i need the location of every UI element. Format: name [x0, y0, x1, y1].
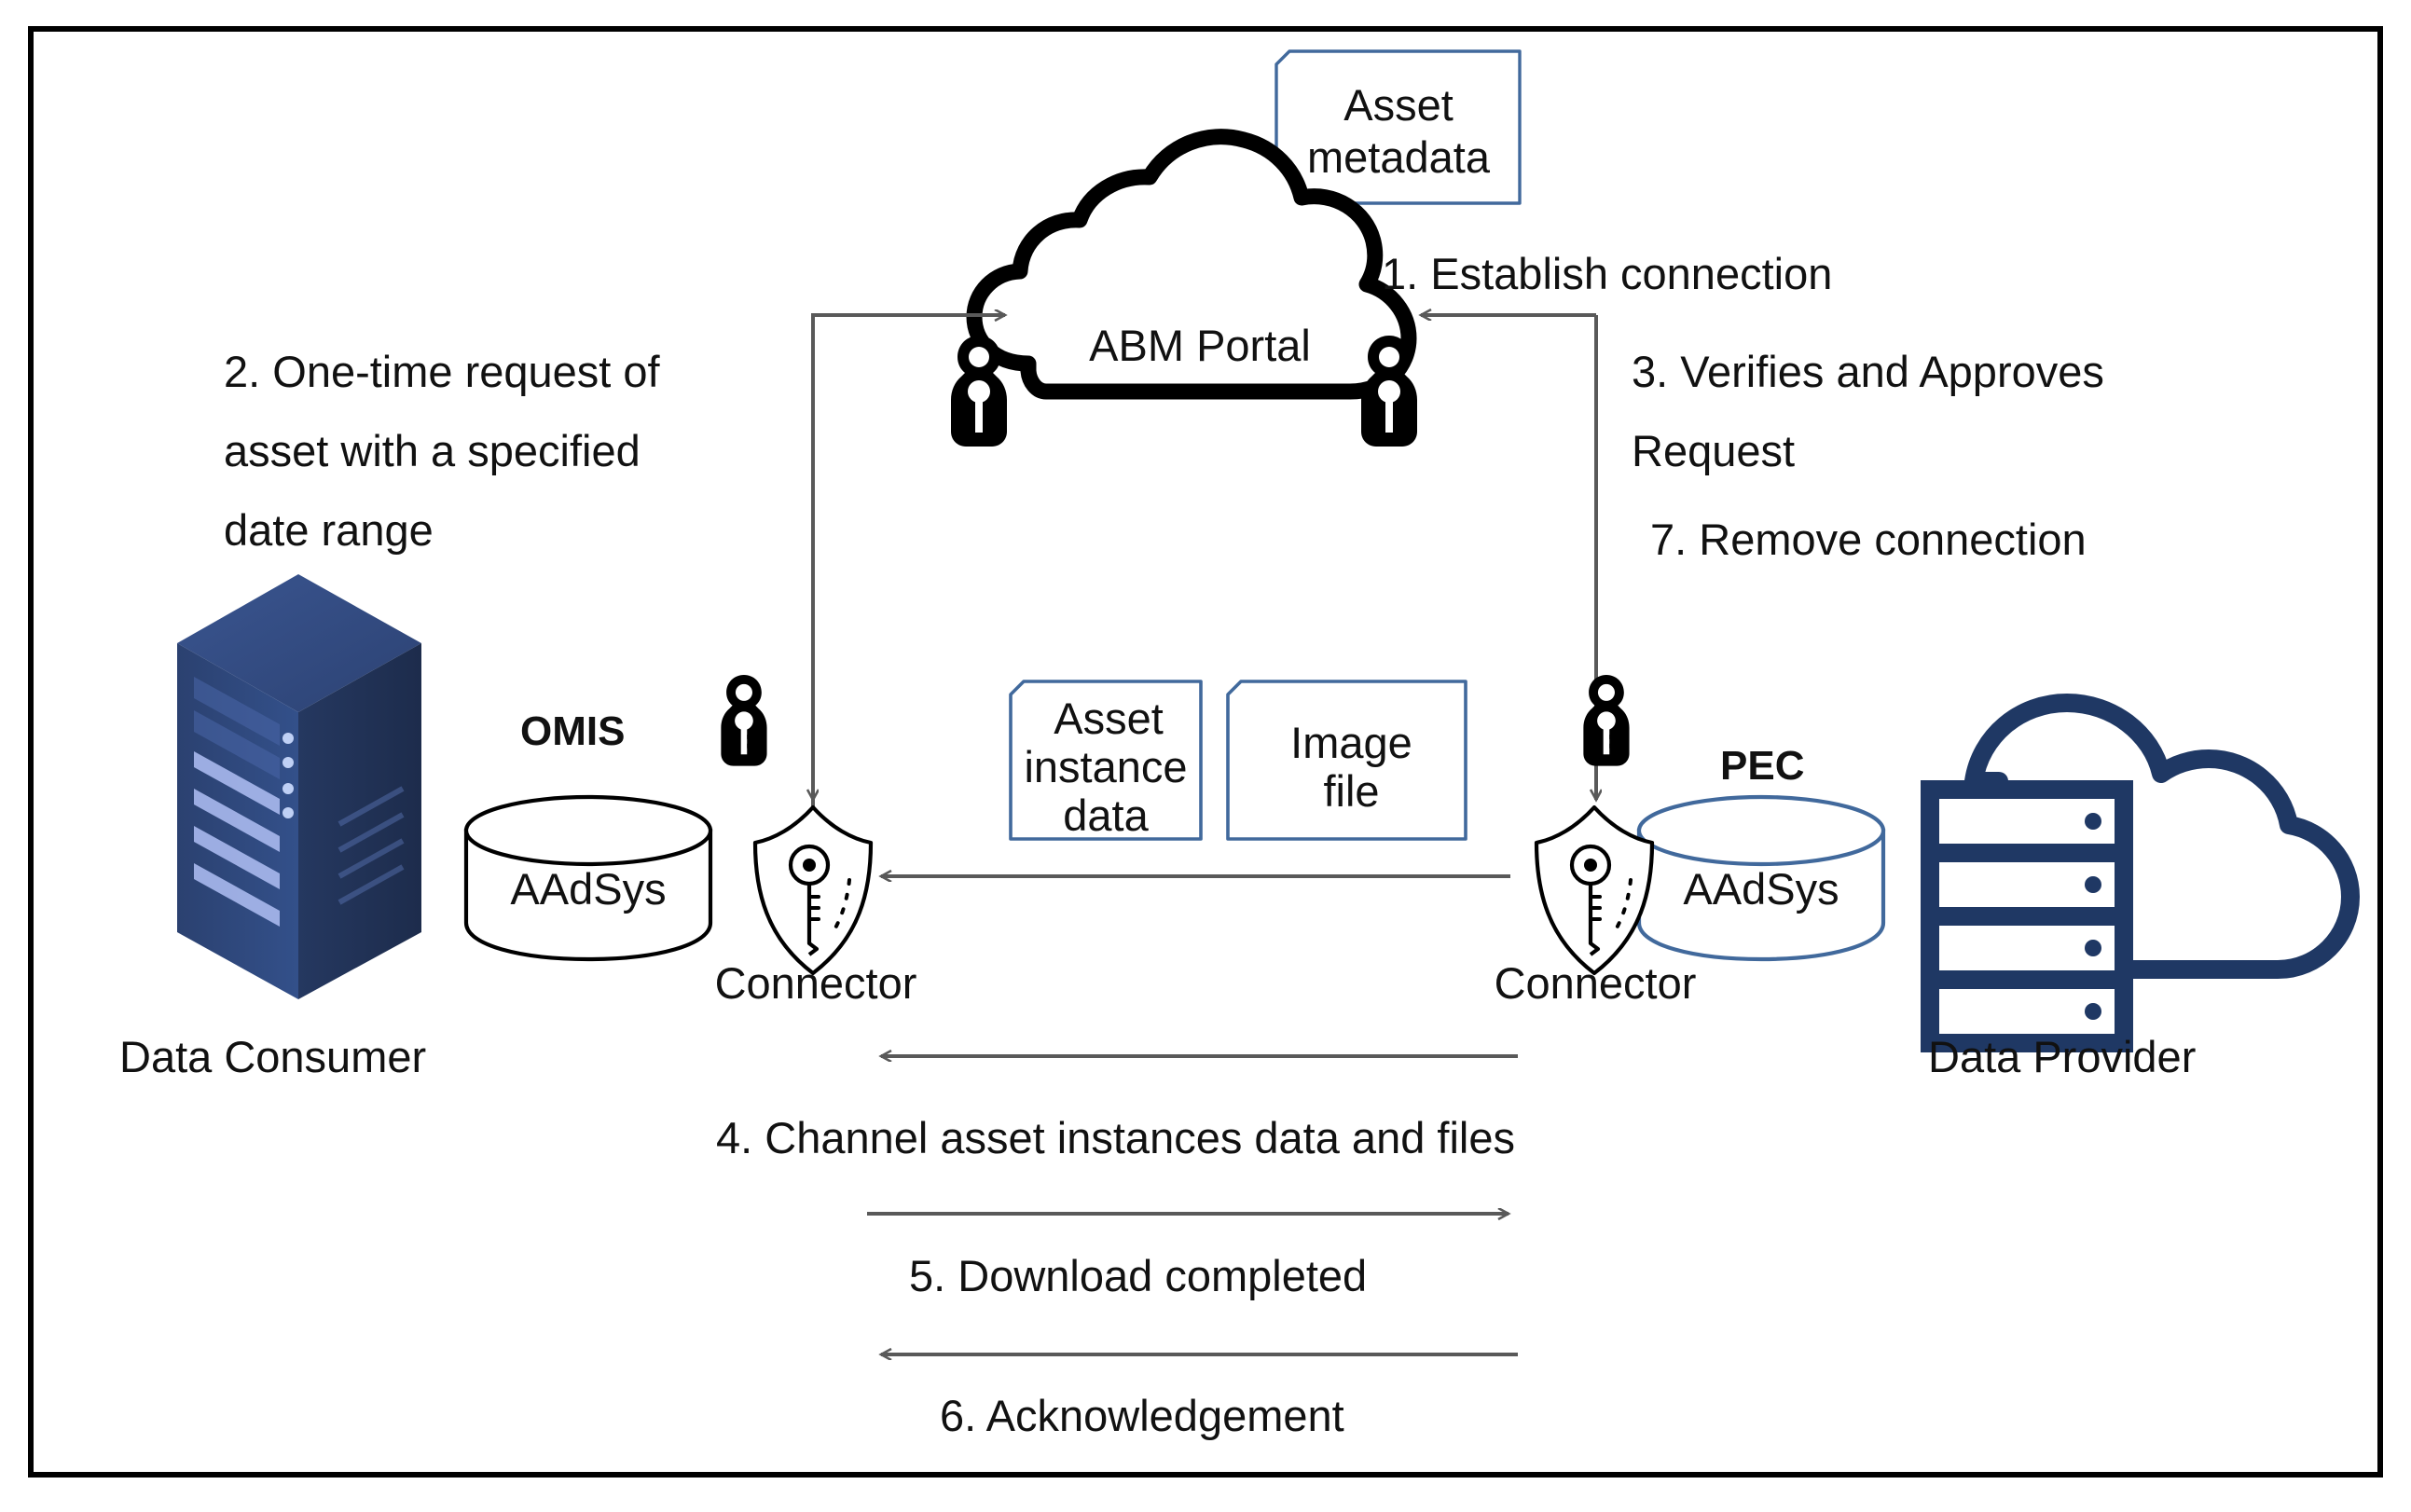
step-2-label-line1: 2. One-time request of: [224, 347, 660, 396]
data-consumer-label: Data Consumer: [119, 1032, 427, 1081]
step-4-label: 4. Channel asset instances data and file…: [716, 1113, 1515, 1162]
omis-db-label: AAdSys: [510, 864, 667, 914]
image-file-label-line1: Image: [1290, 718, 1412, 767]
asset-instance-data-label-line2: instance: [1024, 742, 1188, 791]
step-7-label: 7. Remove connection: [1650, 515, 2087, 564]
asset-metadata-label-line1: Asset: [1343, 80, 1453, 130]
abm-portal-label: ABM Portal: [1089, 321, 1311, 370]
step-3-label-line1: 3. Verifies and Approves: [1632, 347, 2104, 396]
step-6-label: 6. Acknowledgement: [940, 1391, 1344, 1440]
omis-label: OMIS: [520, 708, 626, 754]
step-3-label-line2: Request: [1632, 426, 1796, 475]
asset-instance-data-label-line1: Asset: [1054, 694, 1164, 743]
data-provider-label: Data Provider: [1928, 1032, 2197, 1081]
step-5-label: 5. Download completed: [909, 1251, 1368, 1300]
asset-metadata-label-line2: metadata: [1307, 132, 1490, 182]
image-file-label-line2: file: [1323, 766, 1380, 816]
step-2-label-line3: date range: [224, 505, 434, 555]
connector-left-label: Connector: [714, 958, 917, 1008]
pec-db-label: AAdSys: [1683, 864, 1839, 914]
step-2-label-line2: asset with a specified: [224, 426, 641, 475]
connector-right-label: Connector: [1494, 958, 1697, 1008]
pec-label: PEC: [1720, 743, 1805, 789]
step-1-label: 1. Establish connection: [1382, 249, 1833, 298]
asset-instance-data-label-line3: data: [1063, 790, 1149, 840]
